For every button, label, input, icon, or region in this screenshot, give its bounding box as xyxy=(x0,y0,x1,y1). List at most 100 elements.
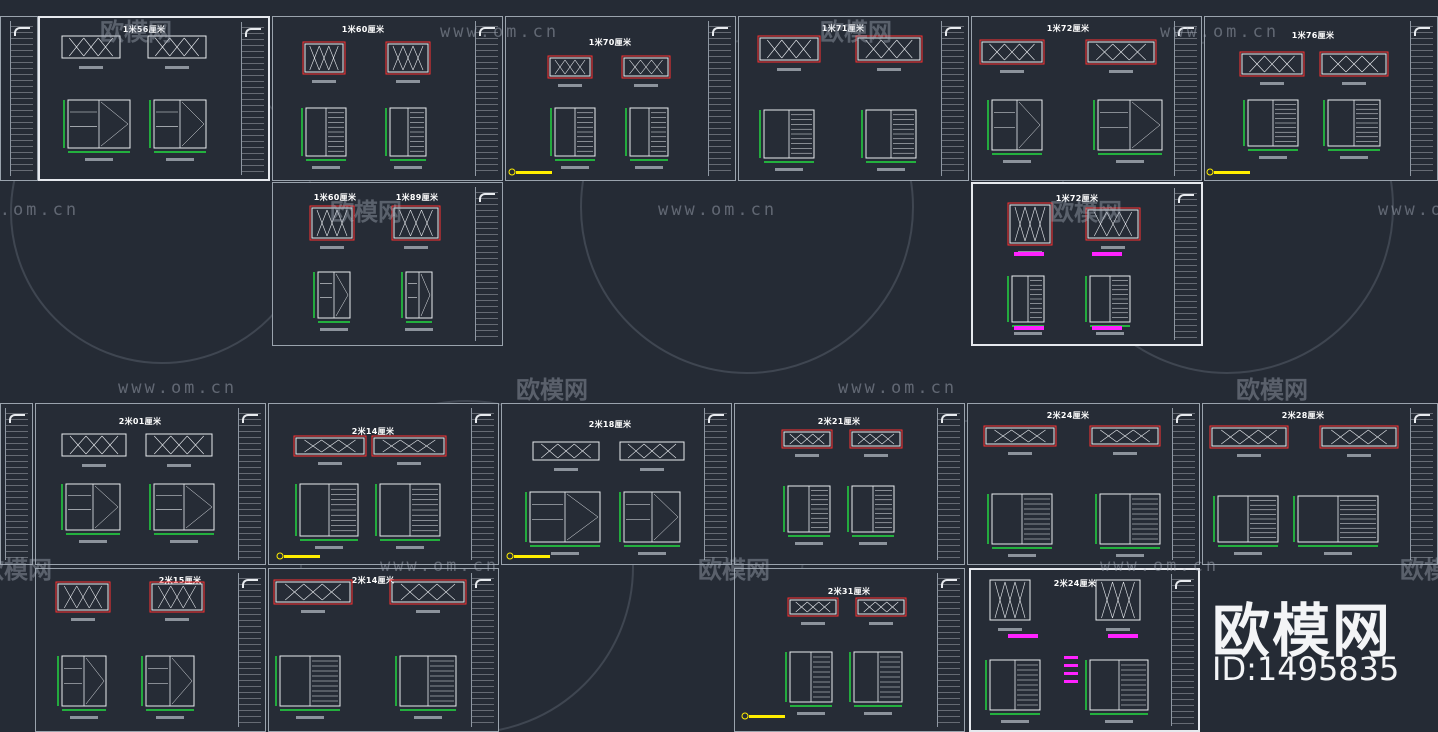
drawing-sheet[interactable]: 2米24厘米 xyxy=(969,568,1200,732)
drawing-sheet[interactable]: 1米56厘米 xyxy=(38,16,270,181)
magenta-tag xyxy=(1064,672,1078,675)
plan-hatch-line xyxy=(989,43,1005,61)
plan-hatch-line xyxy=(801,433,813,445)
plan-label-bar xyxy=(558,84,582,87)
drawing-sheet[interactable]: 1米76厘米 xyxy=(1204,16,1438,181)
title-block xyxy=(1410,21,1433,176)
elevation-label-bar xyxy=(320,328,348,331)
yellow-marker xyxy=(506,552,514,560)
plan-label-bar xyxy=(320,246,344,249)
cabinet-plan-view xyxy=(789,599,837,615)
plan-label-bar xyxy=(82,464,106,467)
watermark-logo-text: 欧模网 xyxy=(100,18,172,46)
drawing-sheet[interactable]: 2米24厘米 xyxy=(967,403,1200,565)
plan-hatch-line xyxy=(863,601,876,613)
sheet-title: 1米70厘米 xyxy=(588,38,632,47)
cabinet-plan-view xyxy=(1211,427,1287,447)
elevation-label-bar xyxy=(166,158,194,161)
elevation-door-swing xyxy=(420,273,431,296)
plan-hatch-line xyxy=(169,37,185,57)
elevation-door-swing xyxy=(653,493,679,518)
yellow-scale-bar xyxy=(284,555,320,558)
drawing-sheet[interactable] xyxy=(0,16,38,181)
elevation-label-bar xyxy=(296,716,324,719)
cabinet-plan-view xyxy=(1321,53,1387,75)
watermark-logo-text: 欧模网 xyxy=(1236,376,1308,404)
plan-highlight-frame xyxy=(273,579,353,605)
plan-highlight-frame xyxy=(149,581,205,613)
elevation-label-bar xyxy=(170,540,198,543)
title-block xyxy=(708,21,731,176)
drawing-sheet[interactable]: 1米70厘米 xyxy=(505,16,736,181)
plan-label-bar xyxy=(777,68,801,71)
magenta-tag xyxy=(1108,634,1138,638)
elevation-label-bar xyxy=(70,716,98,719)
plan-hatch-line xyxy=(69,435,87,455)
cabinet-plan-view xyxy=(275,581,351,603)
plan-hatch-line xyxy=(1249,55,1265,73)
plan-hatch-line xyxy=(1123,581,1135,619)
plan-hatch-line xyxy=(881,433,895,445)
title-block xyxy=(1410,408,1433,560)
sheet-title: 1米71厘米 xyxy=(821,24,865,33)
plan-label-bar xyxy=(397,462,421,465)
elevation-label-bar xyxy=(79,540,107,543)
plan-label-bar xyxy=(318,462,342,465)
drawing-sheet[interactable] xyxy=(0,403,33,565)
elevation-door-swing xyxy=(653,516,679,541)
plan-hatch-line xyxy=(382,439,401,453)
plan-hatch-line xyxy=(83,37,99,57)
plan-hatch-line xyxy=(1106,211,1120,237)
watermark-logo-text: 欧模网 xyxy=(0,556,52,584)
elevation-label-bar xyxy=(797,712,825,715)
plan-hatch-line xyxy=(170,435,188,455)
plan-label-bar xyxy=(1113,452,1137,455)
plan-highlight-frame xyxy=(1319,425,1399,449)
plan-hatch-line xyxy=(155,37,170,57)
plan-hatch-line xyxy=(399,209,411,237)
elevation-label-bar xyxy=(312,166,340,169)
plan-highlight-frame xyxy=(1085,39,1157,65)
plan-hatch-line xyxy=(651,59,663,75)
plan-hatch-line xyxy=(402,45,414,71)
plan-hatch-line xyxy=(643,443,661,459)
plan-highlight-frame xyxy=(391,205,441,241)
cabinet-plan-view xyxy=(61,35,121,59)
cabinet-plan-view xyxy=(145,433,213,457)
yellow-scale-bar xyxy=(1214,171,1250,174)
plan-hatch-line xyxy=(436,583,456,601)
plan-label-bar xyxy=(801,622,825,625)
plan-hatch-line xyxy=(557,443,575,459)
elevation-label-bar xyxy=(1105,720,1133,723)
drawing-sheet[interactable]: 2米31厘米 xyxy=(734,568,965,732)
elevation-label-bar xyxy=(396,546,424,549)
plan-hatch-line xyxy=(400,439,418,453)
title-block xyxy=(471,408,494,560)
sheet-title: 2米14厘米 xyxy=(351,427,395,436)
plan-hatch-line xyxy=(541,443,558,459)
plan-hatch-line xyxy=(1329,55,1347,73)
cabinet-plan-view xyxy=(851,431,901,447)
cabinet-plan-view xyxy=(1009,204,1051,244)
title-block xyxy=(1174,188,1197,340)
elevation-label-bar xyxy=(1116,160,1144,163)
elevation-label-bar xyxy=(156,716,184,719)
plan-hatch-line xyxy=(63,585,78,609)
cabinet-plan-view xyxy=(373,437,445,455)
plan-hatch-line xyxy=(318,45,330,71)
drawing-sheet[interactable]: 2米14厘米 xyxy=(268,568,499,732)
elevation-door-swing xyxy=(566,516,599,541)
yellow-scale-bar xyxy=(514,555,550,558)
plan-hatch-line xyxy=(326,209,338,237)
drawing-sheet[interactable]: 1米71厘米 xyxy=(738,16,969,181)
drawing-sheet[interactable]: 2米18厘米 xyxy=(501,403,732,565)
watermark-ring xyxy=(300,400,634,732)
sheet-title: 1米72厘米 xyxy=(1046,24,1090,33)
brand-id: ID:1495835 xyxy=(1212,650,1400,688)
elevation-label-bar xyxy=(405,328,433,331)
plan-hatch-line xyxy=(182,585,197,609)
elevation-door-swing xyxy=(171,657,193,682)
yellow-marker xyxy=(741,712,749,720)
title-block xyxy=(471,573,494,727)
